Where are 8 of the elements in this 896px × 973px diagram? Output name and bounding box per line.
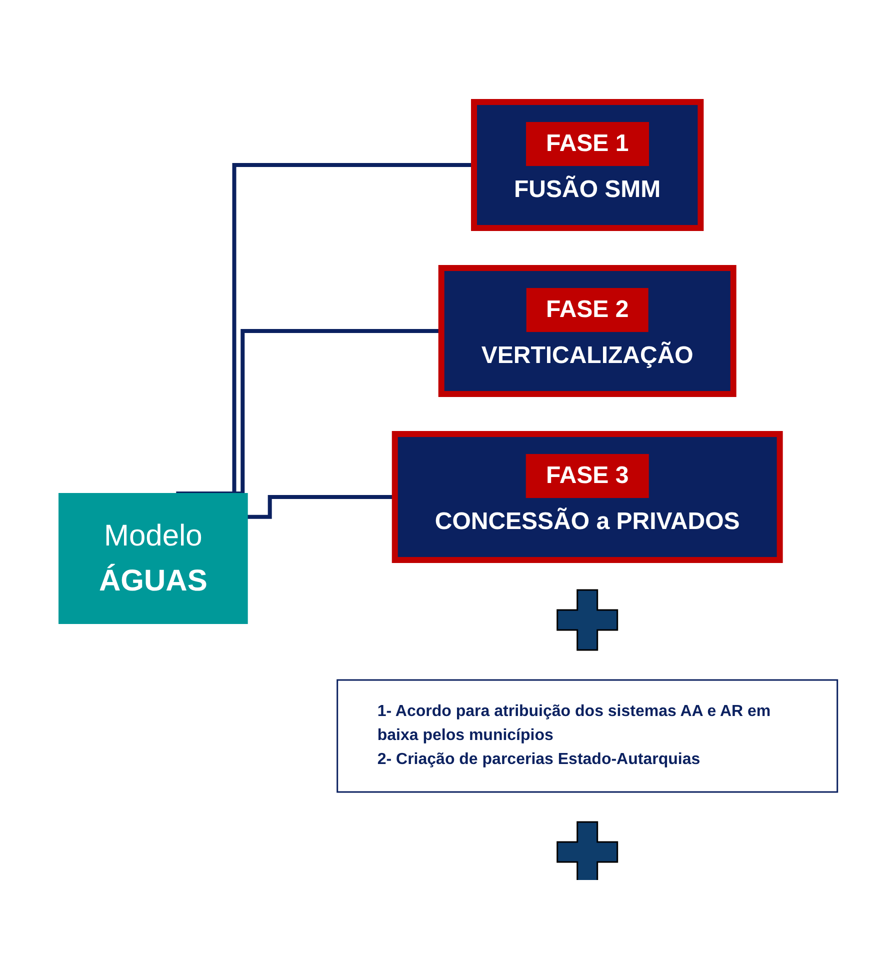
plus-icon (556, 588, 618, 650)
phase-box: FASE 1 FUSÃO SMM (470, 98, 704, 230)
plus-icon (556, 820, 618, 880)
model-box: Modelo ÁGUAS (58, 492, 248, 624)
note-box: 1- Acordo para atribuição dos sistemas AA e AR em baixa pelos municípios 2- Criação de parcerias Estado-Autarquias (336, 678, 838, 792)
phase-box: FASE 3 CONCESSÃO a PRIVADOS (392, 430, 783, 562)
connector-line (247, 494, 395, 518)
phase-box: FASE 2 VERTICALIZAÇÃO (438, 264, 736, 396)
